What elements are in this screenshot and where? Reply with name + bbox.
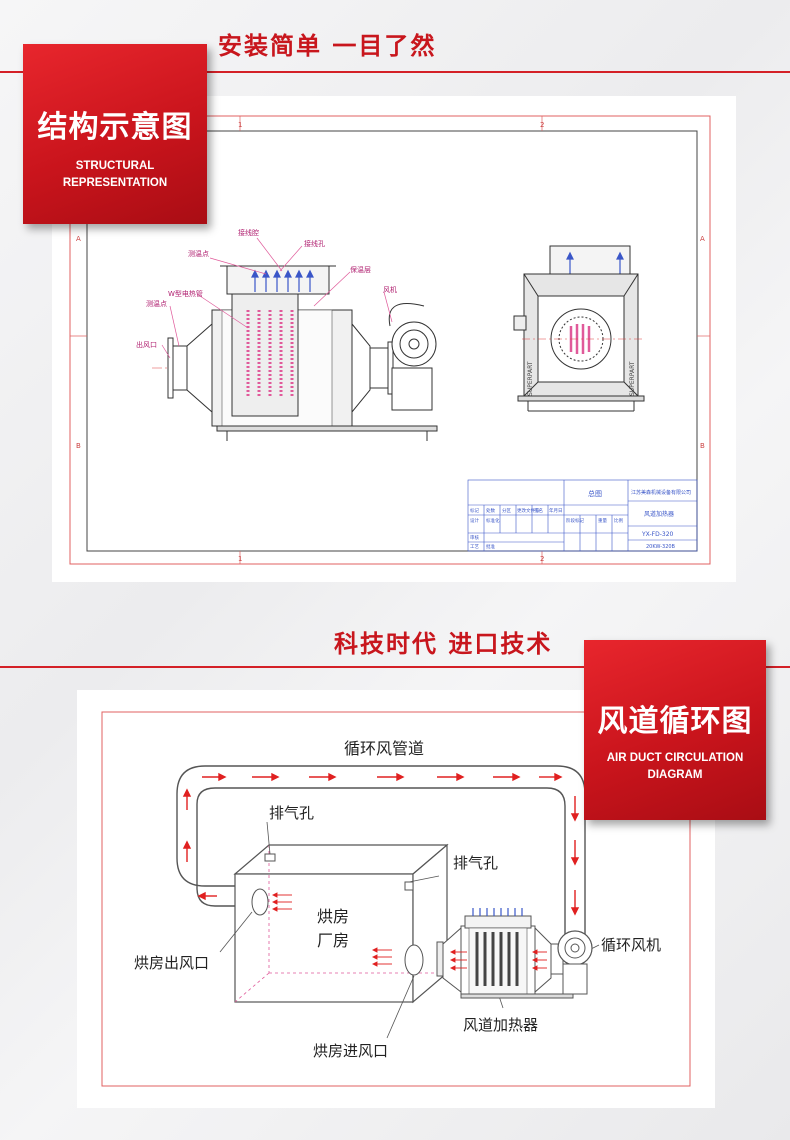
- callout-w-tube: W型电热管: [168, 289, 203, 298]
- duct-outer: [176, 765, 586, 940]
- tb-r2-0: 设计: [470, 517, 479, 524]
- title-block: [467, 479, 698, 552]
- label-room-line1: 烘房: [317, 907, 349, 926]
- zone-bottom-1: 1: [238, 555, 242, 563]
- structure-drawing: 1 2 1 2 A B A B: [69, 115, 711, 565]
- structure-badge: 结构示意图 STRUCTURAL REPRESENTATION: [23, 44, 207, 224]
- exhaust-hole-top: [264, 853, 276, 862]
- section1-divider: [0, 71, 790, 73]
- tb-r1-2: 分区: [502, 507, 511, 514]
- label-duct: 循环风管道: [344, 739, 424, 758]
- zone-bottom-2: 2: [540, 555, 544, 563]
- tb-r2-1: 标准化: [486, 517, 500, 524]
- zone-right-a: A: [700, 235, 705, 243]
- end-view-label-left: SUPERPART: [527, 361, 534, 396]
- circulation-fan: [557, 930, 593, 995]
- structure-badge-subtitle: STRUCTURAL REPRESENTATION: [62, 160, 168, 189]
- zone-top-2: 2: [540, 121, 544, 129]
- duct-heater: [436, 908, 574, 999]
- slogan-technology: 科技时代 进口技术: [334, 630, 553, 658]
- zone-left-a: A: [76, 235, 81, 243]
- duct-inner: [196, 787, 566, 940]
- callout-fan: 风机: [383, 285, 397, 294]
- structure-badge-title: 结构示意图: [37, 110, 193, 145]
- callout-temp-point-top: 测温点: [188, 249, 209, 258]
- callout-outlet: 出风口: [136, 340, 157, 349]
- callout-wire-hole: 接线孔: [304, 239, 325, 248]
- tb-r2-4: 比例: [614, 517, 623, 524]
- tb-r1-5: 年月日: [549, 507, 563, 514]
- structure-drawing-panel: 1 2 1 2 A B A B: [52, 96, 736, 582]
- label-room-inlet: 烘房进风口: [313, 1042, 388, 1060]
- label-heater: 风道加热器: [463, 1016, 538, 1034]
- tb-r4-0: 工艺: [470, 544, 479, 550]
- circulation-badge-subtitle-2: DIAGRAM: [647, 769, 703, 781]
- tb-r1-4: 签名: [534, 507, 543, 514]
- tb-drawing-type: 总图: [588, 489, 602, 498]
- tb-product: 风道加热器: [644, 510, 674, 518]
- tb-r1-0: 标记: [470, 507, 479, 514]
- slogan-installation: 安装简单 一目了然: [218, 32, 437, 60]
- zone-right-b: B: [700, 442, 705, 450]
- zone-left-b: B: [76, 442, 81, 450]
- end-view-label-right: SUPERPART: [629, 361, 636, 396]
- tb-company: 江苏美森机械设备有限公司: [631, 489, 691, 496]
- tb-r2-2: 阶段标记: [566, 517, 584, 524]
- label-exhaust-side: 排气孔: [453, 854, 498, 872]
- circulation-badge: 风道循环图 AIR DUCT CIRCULATION DIAGRAM: [584, 640, 766, 820]
- room-outlet-ellipse: [251, 888, 269, 916]
- callout-temp-point-left: 测温点: [146, 299, 167, 308]
- exhaust-hole-side: [404, 881, 414, 891]
- tb-r1-1: 处数: [486, 507, 495, 514]
- heater-end-view: [513, 245, 645, 412]
- callout-junction-box: 接线腔: [238, 228, 259, 237]
- section2-divider: [0, 666, 790, 668]
- room-inlet-ellipse: [404, 944, 424, 976]
- tb-r1-3: 更改文件号: [517, 507, 540, 514]
- circulation-diagram: 循环风管道 排气孔 排气孔 烘房 厂房 烘房出风口 烘房进风口 风道加热器 循环…: [101, 711, 691, 1087]
- label-room-outlet: 烘房出风口: [134, 954, 209, 972]
- tb-r2-3: 重量: [598, 517, 607, 524]
- circulation-badge-title: 风道循环图: [597, 704, 753, 739]
- tb-r4-1: 批准: [486, 543, 495, 550]
- circulation-badge-subtitle-1: AIR DUCT CIRCULATION: [606, 752, 744, 764]
- zone-top-1: 1: [238, 121, 242, 129]
- tb-r3-0: 审核: [470, 534, 479, 541]
- circulation-diagram-panel: 循环风管道 排气孔 排气孔 烘房 厂房 烘房出风口 烘房进风口 风道加热器 循环…: [77, 690, 715, 1108]
- duct-flow-arrows: [182, 772, 580, 916]
- heater-side-view: [152, 237, 438, 441]
- callout-insulation: 保温层: [350, 265, 371, 274]
- label-fan: 循环风机: [601, 936, 661, 954]
- label-room-line2: 厂房: [317, 931, 349, 950]
- tb-code: 20KW-320B: [646, 544, 676, 550]
- tb-model: YX-FD-320: [641, 531, 674, 538]
- label-exhaust-top: 排气孔: [269, 804, 314, 822]
